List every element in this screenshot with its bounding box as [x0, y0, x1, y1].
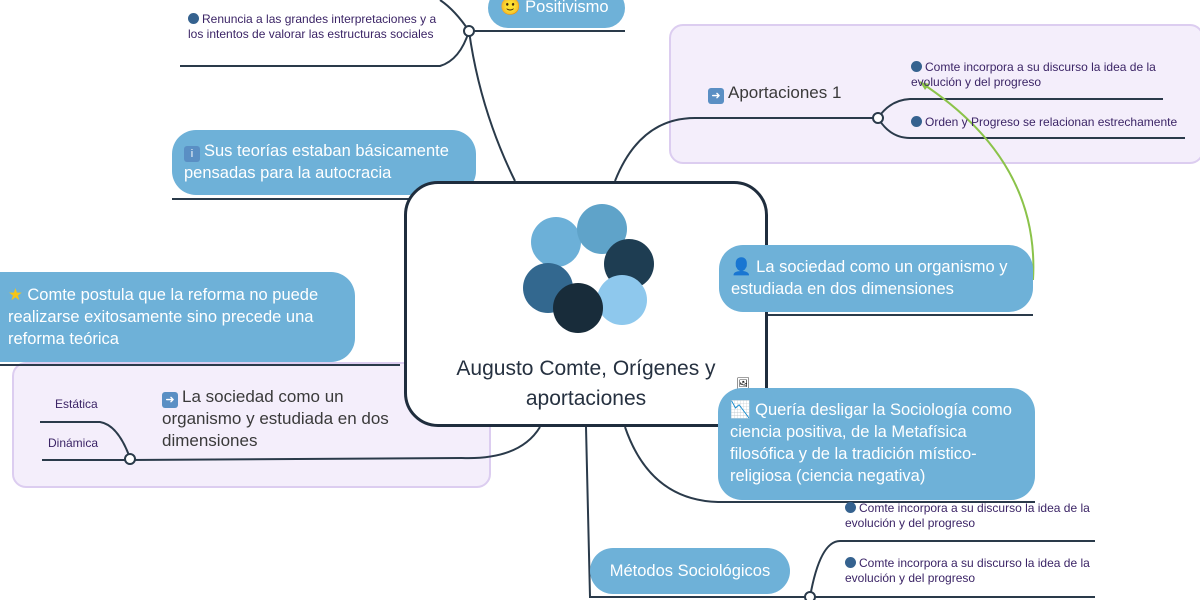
smiley-icon: 🙂 — [500, 0, 521, 16]
bullet-icon — [911, 116, 922, 127]
child-metodos-2[interactable]: Comte incorpora a su discurso la idea de… — [845, 556, 1090, 585]
star-icon: ★ — [8, 286, 23, 304]
node-sociedad-left[interactable]: ➜La sociedad como un organismo y estudia… — [162, 387, 389, 450]
node-aportaciones[interactable]: ➜Aportaciones 1 — [708, 82, 841, 104]
logo-circle — [531, 217, 581, 267]
node-queria[interactable]: 📉 Quería desligar la Sociología como cie… — [718, 388, 1035, 500]
node-reforma[interactable]: ★ Comte postula que la reforma no puede … — [0, 272, 355, 362]
logo-circle — [553, 283, 603, 333]
arrow-right-icon: ➜ — [162, 392, 178, 408]
child-estatica[interactable]: Estática — [55, 397, 98, 411]
user-icon: 👤 — [731, 258, 752, 276]
child-dinamica[interactable]: Dinámica — [48, 436, 99, 450]
info-icon: i — [184, 146, 200, 162]
arrow-right-icon: ➜ — [708, 88, 724, 104]
bullet-icon — [188, 13, 199, 24]
node-metodos[interactable]: Métodos Sociológicos — [590, 548, 790, 594]
node-sociedad-right[interactable]: 👤 La sociedad como un organismo y estudi… — [719, 245, 1033, 312]
child-metodos-1[interactable]: Comte incorpora a su discurso la idea de… — [845, 501, 1090, 530]
central-title: Augusto Comte, Orígenes y aportaciones — [456, 357, 716, 410]
child-aportaciones-2[interactable]: Orden y Progreso se relacionan estrecham… — [911, 115, 1191, 130]
bullet-icon — [911, 61, 922, 72]
logo-circle — [597, 275, 647, 325]
bullet-icon — [845, 502, 856, 513]
chart-down-icon: 📉 — [730, 401, 751, 419]
aportaciones-group — [669, 24, 1200, 164]
node-renuncia[interactable]: Renuncia a las grandes interpretaciones … — [188, 12, 437, 41]
image-icon[interactable]: 🖼 — [736, 378, 750, 390]
child-aportaciones-1[interactable]: Comte incorpora a su discurso la idea de… — [911, 60, 1156, 89]
central-topic[interactable]: Augusto Comte, Orígenes y aportaciones 🖼 — [404, 181, 768, 427]
node-positivismo[interactable]: 🙂 Positivismo — [488, 0, 625, 28]
bullet-icon — [845, 557, 856, 568]
